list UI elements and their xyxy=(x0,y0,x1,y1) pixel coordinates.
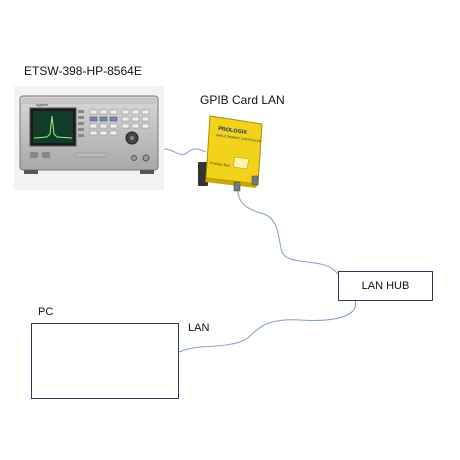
pc-label: PC xyxy=(38,306,54,318)
gpib-port-label: Prologix Bus xyxy=(210,161,230,168)
analyzer-label: ETSW-398-HP-8564E xyxy=(24,64,142,78)
cable-analyzer-to-gpib xyxy=(159,148,207,155)
cable-gpib-to-hub xyxy=(237,185,341,281)
pc-box xyxy=(31,323,179,399)
gpib-brand: PROLOGIX xyxy=(218,126,248,136)
lan-hub-box: LAN HUB xyxy=(338,271,433,301)
cable-hub-to-pc xyxy=(178,299,356,353)
analyzer-brand: Agilent xyxy=(36,102,49,107)
gpib-subtitle: GPIB-ETHERNET CONTROLLER xyxy=(216,133,263,143)
lan-connection-label: LAN xyxy=(188,322,210,334)
gpib-label: GPIB Card LAN xyxy=(200,93,285,107)
lan-hub-label: LAN HUB xyxy=(361,280,410,292)
spectrum-analyzer-image: Agilent xyxy=(14,86,164,190)
gpib-controller-image: PROLOGIX GPIB-ETHERNET CONTROLLER Prolog… xyxy=(198,115,263,192)
